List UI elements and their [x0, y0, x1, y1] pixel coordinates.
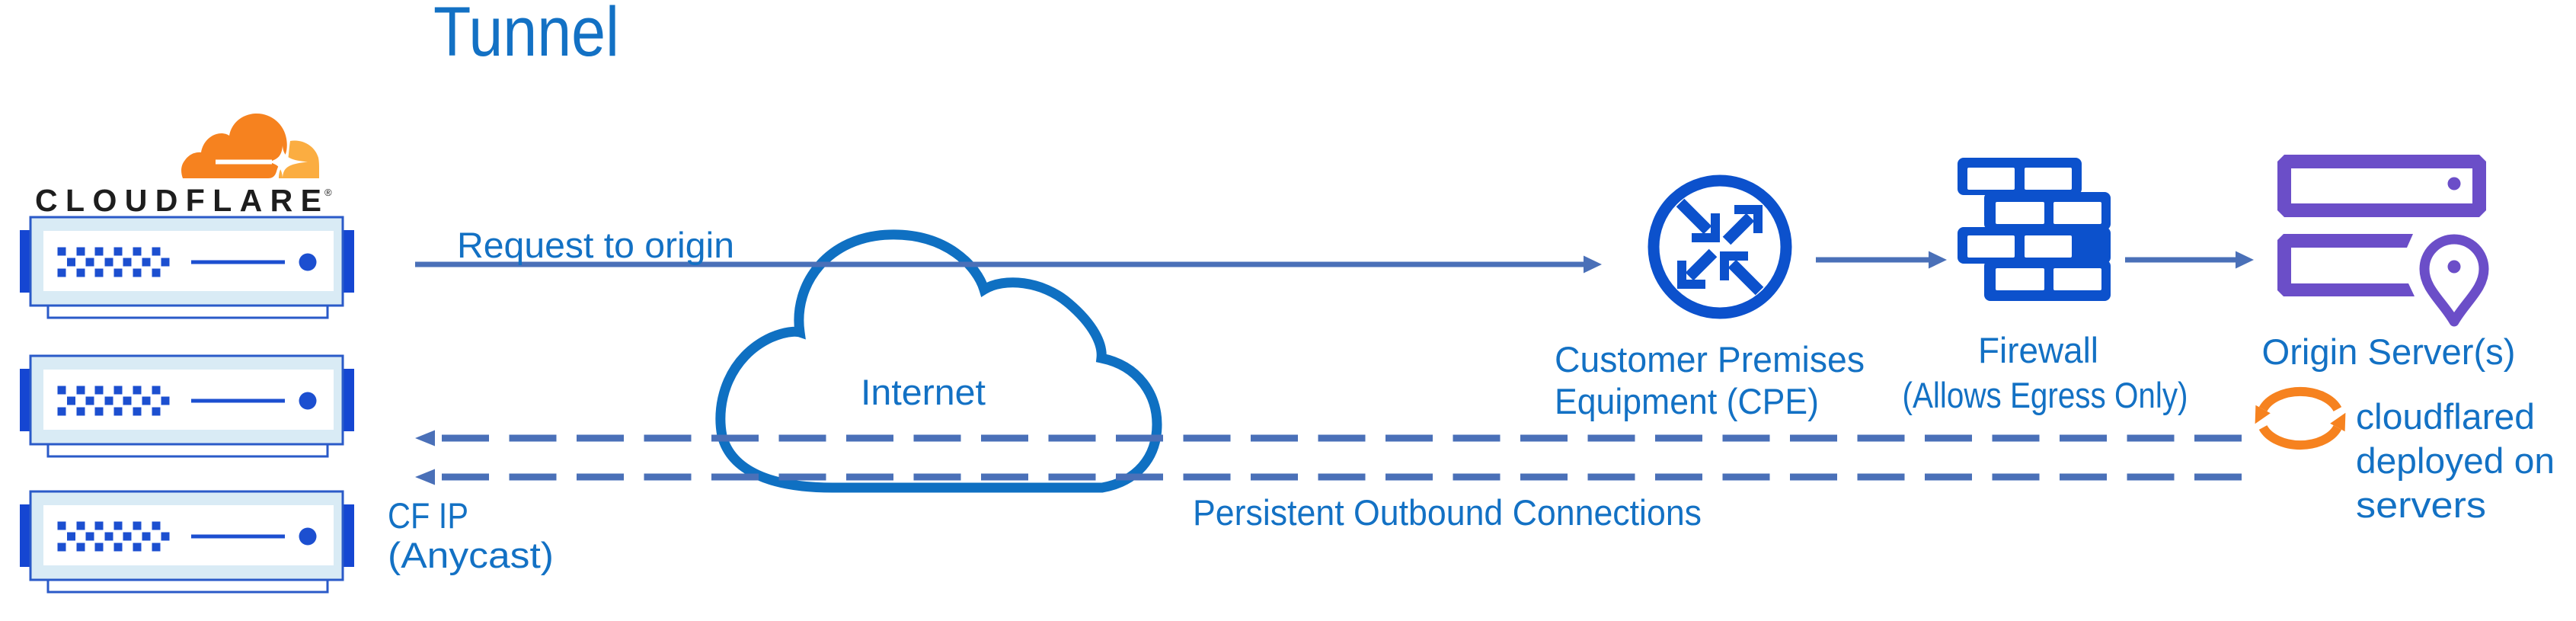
svg-text:Internet: Internet — [861, 372, 986, 412]
svg-text:CF IP: CF IP — [388, 495, 468, 536]
svg-text:CLOUDFLARE: CLOUDFLARE — [35, 183, 323, 218]
svg-text:Equipment (CPE): Equipment (CPE) — [1555, 381, 1819, 421]
svg-text:(Anycast): (Anycast) — [388, 535, 554, 575]
svg-text:Origin Server(s): Origin Server(s) — [2262, 331, 2516, 372]
svg-text:(Allows Egress Only): (Allows Egress Only) — [1903, 375, 2188, 415]
svg-text:Persistent Outbound Connection: Persistent Outbound Connections — [1193, 492, 1702, 533]
svg-text:cloudflared: cloudflared — [2356, 396, 2535, 437]
svg-text:deployed on: deployed on — [2356, 440, 2555, 481]
svg-text:Customer Premises: Customer Premises — [1555, 339, 1865, 379]
svg-text:Tunnel: Tunnel — [433, 0, 619, 71]
svg-text:Request to origin: Request to origin — [457, 225, 734, 265]
svg-text:®: ® — [324, 187, 332, 198]
svg-text:servers: servers — [2356, 485, 2486, 525]
svg-text:Firewall: Firewall — [1978, 330, 2098, 370]
